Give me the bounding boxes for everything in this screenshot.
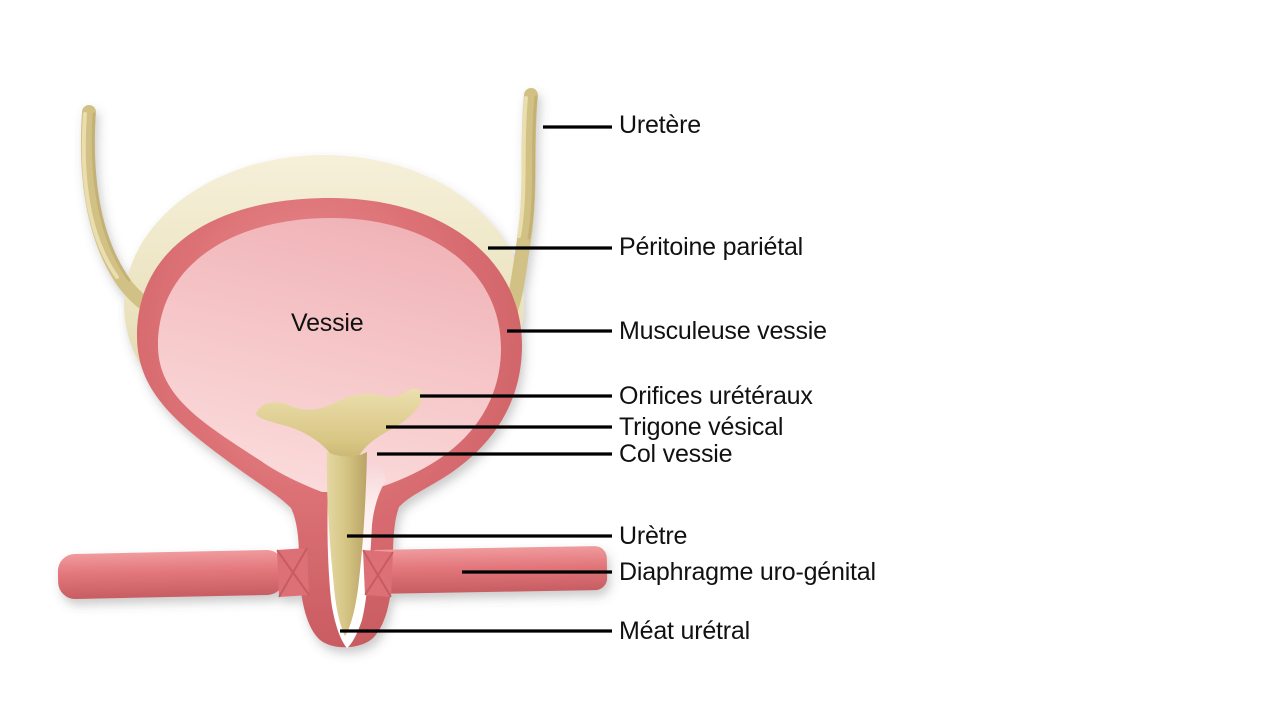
- urogenital-diaphragm-left-shape: [57, 547, 310, 599]
- bladder-mucosa-shape: [158, 218, 501, 492]
- label-uretere: Uretère: [619, 111, 701, 139]
- label-trigone: Trigone vésical: [619, 413, 784, 441]
- ureter-right-shape: [504, 88, 538, 317]
- label-orifices: Orifices urétéraux: [619, 382, 813, 410]
- label-uretre: Urètre: [619, 522, 688, 550]
- urogenital-diaphragm-right-shape: [362, 546, 608, 598]
- leader-lines: [340, 125, 612, 633]
- trigone-shape: [256, 388, 423, 478]
- label-musculeuse: Musculeuse vessie: [619, 317, 827, 345]
- label-col: Col vessie: [619, 440, 733, 468]
- label-diaphragme: Diaphragme uro-génital: [619, 558, 876, 586]
- label-vessie: Vessie: [291, 309, 364, 337]
- urethra-tube-shape: [326, 452, 367, 636]
- label-meat: Méat urétral: [619, 617, 750, 645]
- label-peritoine: Péritoine pariétal: [619, 233, 804, 261]
